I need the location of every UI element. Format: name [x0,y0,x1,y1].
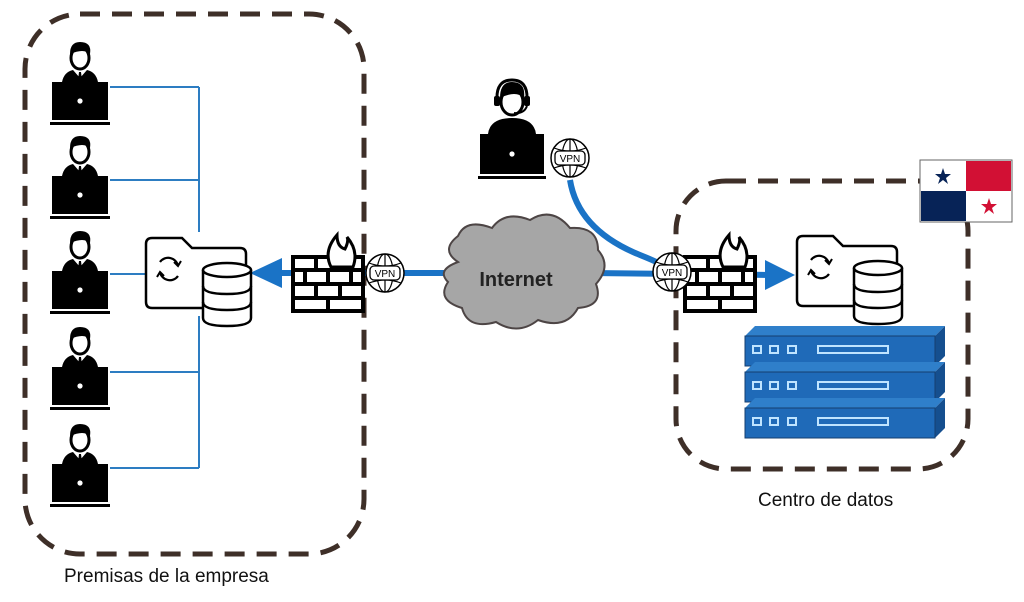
internet-label: Internet [479,269,553,291]
server-rack-icon [744,397,946,439]
premises-firewall-icon [291,233,365,313]
premises-storage-icon [144,236,253,328]
svg-text:VPN: VPN [662,268,683,279]
datacenter-storage-icon [795,234,904,326]
datacenter-zone [673,178,971,472]
vpn-globe-icon: VPN [365,253,405,293]
server-rack-icon [744,325,946,367]
premises-zone-label: Premisas de la empresa [64,566,269,587]
server-rack-icon [744,361,946,403]
panama-flag-icon [919,159,1013,223]
svg-text:VPN: VPN [375,269,396,280]
lan-connections [110,86,200,469]
arrow-to-premises-icon [250,258,282,288]
employee-laptop-icon [48,422,112,509]
vpn-globe-icon: VPN [652,252,692,292]
employee-laptop-icon [48,229,112,316]
remote-agent-headset-icon [478,78,546,179]
arrow-to-datacenter-icon [765,260,795,290]
internet-cloud-icon [442,213,606,330]
svg-text:VPN: VPN [560,154,581,165]
vpn-globe-icon: VPN [550,138,590,178]
employee-laptop-icon [48,40,112,127]
employee-laptop-icon [48,325,112,412]
datacenter-firewall-icon [683,233,757,313]
employee-laptop-icon [48,134,112,221]
datacenter-zone-label: Centro de datos [758,490,894,511]
